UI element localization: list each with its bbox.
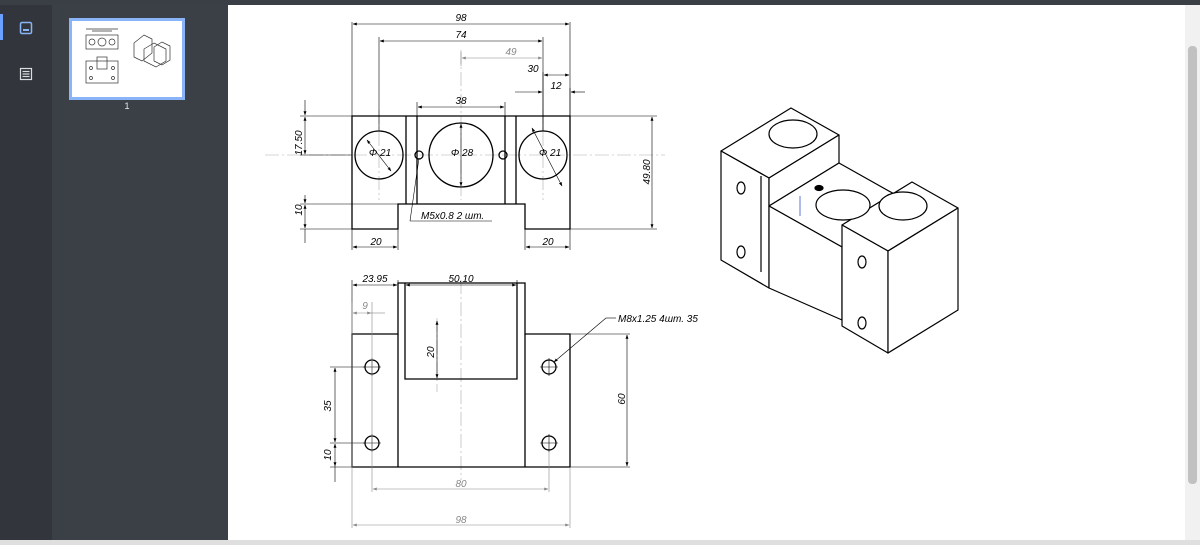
- document-outline-icon: [19, 67, 33, 81]
- top-view: 23.95 50.10 9 20 35 10 60 80 98 M8x1.25 …: [323, 274, 698, 528]
- dim-20-right: 20: [541, 237, 554, 248]
- dia-21-left: Φ 21: [369, 148, 391, 159]
- dim-30: 30: [527, 64, 539, 75]
- sidebar-toolbar: [0, 5, 52, 540]
- outline-view-button[interactable]: [14, 62, 38, 86]
- dim-23-95: 23.95: [361, 274, 387, 285]
- thread-note-m5: M5x0.8 2 шт.: [421, 211, 484, 222]
- dim-49-80: 49.80: [642, 159, 653, 184]
- dim-10-front: 10: [294, 204, 305, 216]
- image-thumbnails-icon: [19, 21, 33, 35]
- dim-10-top: 10: [323, 449, 334, 461]
- dim-20-top: 20: [426, 346, 437, 359]
- dim-49: 49: [505, 47, 517, 58]
- dim-60: 60: [617, 393, 628, 405]
- page-thumbnail-preview: [85, 28, 171, 84]
- dim-98-front: 98: [455, 13, 467, 24]
- active-view-indicator: [0, 14, 3, 40]
- dim-17-50: 17.50: [294, 130, 305, 155]
- dia-21-right: Φ 21: [539, 148, 561, 159]
- dim-80: 80: [455, 479, 467, 490]
- thumbnails-view-button[interactable]: [14, 16, 38, 40]
- isometric-view: [720, 107, 959, 354]
- dim-74: 74: [455, 30, 467, 41]
- dim-9: 9: [362, 301, 368, 312]
- dim-35: 35: [323, 400, 334, 412]
- page-number-label: 1: [124, 101, 130, 111]
- dim-38: 38: [455, 96, 467, 107]
- top-bar: [0, 0, 1200, 5]
- thread-note-m8: M8x1.25 4шт. 35: [618, 314, 698, 325]
- dim-98-top: 98: [455, 515, 467, 526]
- dia-28: Φ 28: [451, 148, 474, 159]
- dim-12: 12: [550, 81, 562, 92]
- document-page: 98 74 49 30 12 38 17.50 10 49.80 20 20 Φ…: [228, 5, 1185, 540]
- front-view: 98 74 49 30 12 38 17.50 10 49.80 20 20 Φ…: [265, 13, 665, 250]
- dim-50-10: 50.10: [448, 274, 473, 285]
- technical-drawing: 98 74 49 30 12 38 17.50 10 49.80 20 20 Φ…: [265, 13, 959, 528]
- scrollbar-thumb[interactable]: [1188, 46, 1197, 484]
- dim-20-left: 20: [369, 237, 382, 248]
- page-thumbnail[interactable]: [69, 18, 185, 100]
